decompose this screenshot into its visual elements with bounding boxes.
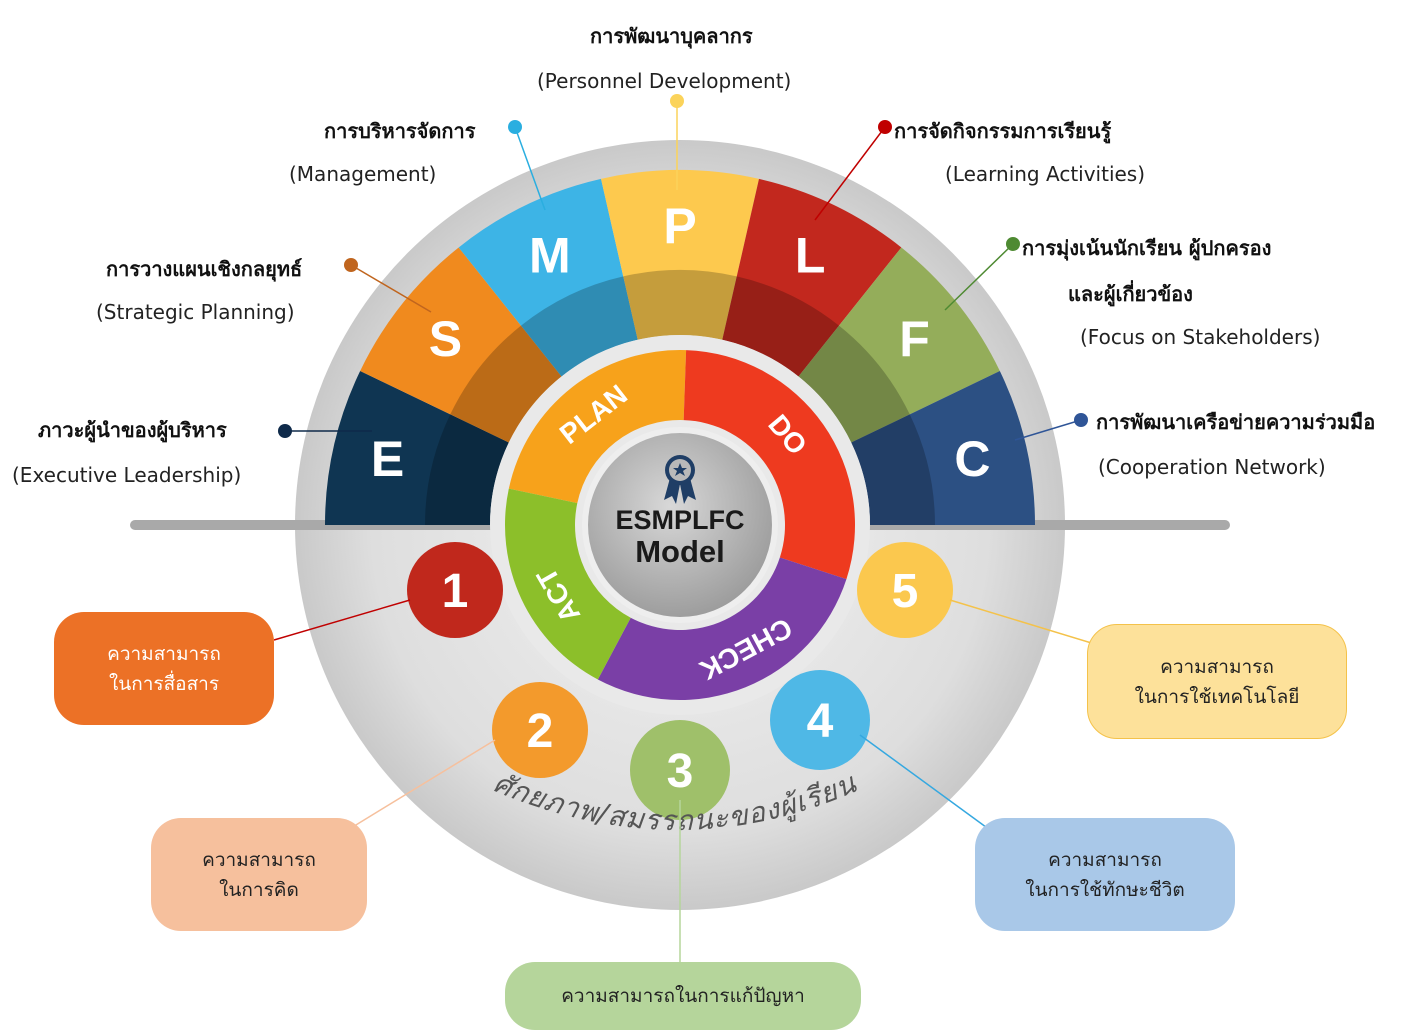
pillar-dot-P xyxy=(670,94,684,108)
center-title-line2: Model xyxy=(635,534,725,569)
competency-petal-2 xyxy=(492,682,588,778)
pillar-letter-F: F xyxy=(899,311,930,367)
competency-petal-1 xyxy=(407,542,503,638)
competency-2-line2: ในการคิด xyxy=(219,878,299,901)
model-core xyxy=(582,427,778,623)
pillar-shade-M xyxy=(521,276,638,377)
competency-5-line2: ในการใช้เทคโนโลยี xyxy=(1134,685,1300,708)
competency-connector-5 xyxy=(949,599,1099,646)
competency-connector-1 xyxy=(273,599,411,641)
pillar-letter-P: P xyxy=(663,198,696,254)
pillar-wedges: E S M P L F C xyxy=(325,170,1035,525)
pillar-dot-E xyxy=(278,424,292,438)
pillar-wedge-L xyxy=(722,178,902,377)
pillar-dot-S xyxy=(344,258,358,272)
competency-number-2: 2 xyxy=(527,705,554,758)
competency-4-line1: ความสามารถ xyxy=(1048,848,1162,871)
pillar-dot-C xyxy=(1074,413,1088,427)
connectors xyxy=(273,94,1099,962)
competency-number-1: 1 xyxy=(442,565,469,618)
competency-1-line2: ในการสื่อสาร xyxy=(108,672,220,695)
competency-box-1: ความสามารถ ในการสื่อสาร xyxy=(54,612,274,725)
pillar-dot-L xyxy=(878,120,892,134)
pillar-S-subtitle: (Strategic Planning) xyxy=(96,300,295,324)
pillar-wedge-C xyxy=(851,370,1035,525)
competency-number-3: 3 xyxy=(667,745,694,798)
pillar-shade-S xyxy=(450,325,562,443)
pillar-connector-S xyxy=(350,264,432,313)
pillar-letter-C: C xyxy=(954,431,990,487)
competency-box-3: ความสามารถในการแก้ปัญหา xyxy=(505,962,861,1030)
pillar-dot-F xyxy=(1006,237,1020,251)
pillar-M-subtitle: (Management) xyxy=(289,162,437,186)
competency-4-line2: ในการใช้ทักษะชีวิต xyxy=(1025,878,1185,901)
pillar-F-subtitle: (Focus on Stakeholders) xyxy=(1080,325,1321,349)
pillar-M-title: การบริหารจัดการ xyxy=(324,119,476,143)
competency-petals: 1 2 3 4 5 xyxy=(407,542,953,820)
competency-petal-4 xyxy=(770,670,870,770)
pillar-connector-L xyxy=(814,126,886,221)
pillar-E-subtitle: (Executive Leadership) xyxy=(12,463,242,487)
cycle-segment-do xyxy=(683,350,855,580)
pillar-shade-C xyxy=(851,414,935,525)
competency-connector-2 xyxy=(350,739,496,829)
pillar-P-subtitle: (Personnel Development) xyxy=(537,69,792,93)
center-title-line1: ESMPLFC xyxy=(615,505,745,535)
competency-box-4: ความสามารถ ในการใช้ทักษะชีวิต xyxy=(975,818,1235,931)
competency-petal-5 xyxy=(857,542,953,638)
competency-number-5: 5 xyxy=(892,565,919,618)
pillar-F-title-line1: การมุ่งเน้นนักเรียน ผู้ปกครอง xyxy=(1022,236,1272,260)
competency-number-4: 4 xyxy=(807,695,834,748)
pillar-wedge-P xyxy=(601,170,759,340)
pillar-P-title: การพัฒนาบุคลากร xyxy=(590,24,753,48)
pillar-letter-E: E xyxy=(371,431,404,487)
pillar-inner-shade xyxy=(425,270,935,525)
pillar-connector-C xyxy=(1014,419,1082,441)
cycle-segment-act xyxy=(505,488,631,680)
pillar-wedge-S xyxy=(360,247,562,443)
cycle-segment-check xyxy=(597,557,847,700)
pillar-wedge-E xyxy=(325,370,509,525)
pillar-shade-P xyxy=(623,270,737,340)
competency-5-line1: ความสามารถ xyxy=(1160,655,1274,678)
competency-2-line1: ความสามารถ xyxy=(202,848,316,871)
pillar-wedge-F xyxy=(798,247,1000,443)
pillar-connector-M xyxy=(514,126,546,211)
pillar-L-title: การจัดกิจกรรมการเรียนรู้ xyxy=(894,119,1112,143)
competency-3-line1: ความสามารถในการแก้ปัญหา xyxy=(561,985,805,1007)
pillar-dot-M xyxy=(508,120,522,134)
pillar-shade-F xyxy=(798,325,910,443)
competency-connector-4 xyxy=(859,734,991,831)
competency-petal-3 xyxy=(630,720,730,820)
pillar-shade-E xyxy=(425,414,509,525)
pillar-L-subtitle: (Learning Activities) xyxy=(945,162,1146,186)
pillar-letter-L: L xyxy=(795,228,826,284)
pillar-F-title-line2: และผู้เกี่ยวข้อง xyxy=(1068,282,1193,306)
pillar-S-title: การวางแผนเชิงกลยุทธ์ xyxy=(106,257,303,281)
pillar-letter-S: S xyxy=(429,311,462,367)
pillar-connector-F xyxy=(944,243,1014,311)
pillar-C-subtitle: (Cooperation Network) xyxy=(1098,455,1326,479)
competency-1-line1: ความสามารถ xyxy=(107,642,221,665)
pillar-letter-M: M xyxy=(529,228,571,284)
award-ribbon-icon xyxy=(664,455,696,504)
competency-box-5: ความสามารถ ในการใช้เทคโนโลยี xyxy=(1087,624,1347,739)
cycle-segment-plan xyxy=(508,350,687,504)
center-title: ESMPLFC Model xyxy=(600,505,760,569)
pillar-wedge-M xyxy=(458,178,638,377)
competency-box-2: ความสามารถ ในการคิด xyxy=(151,818,367,931)
pillar-C-title: การพัฒนาเครือข่ายความร่วมมือ xyxy=(1096,410,1376,434)
pillar-shade-L xyxy=(722,276,839,377)
pillar-E-title: ภาวะผู้นำของผู้บริหาร xyxy=(38,418,227,442)
